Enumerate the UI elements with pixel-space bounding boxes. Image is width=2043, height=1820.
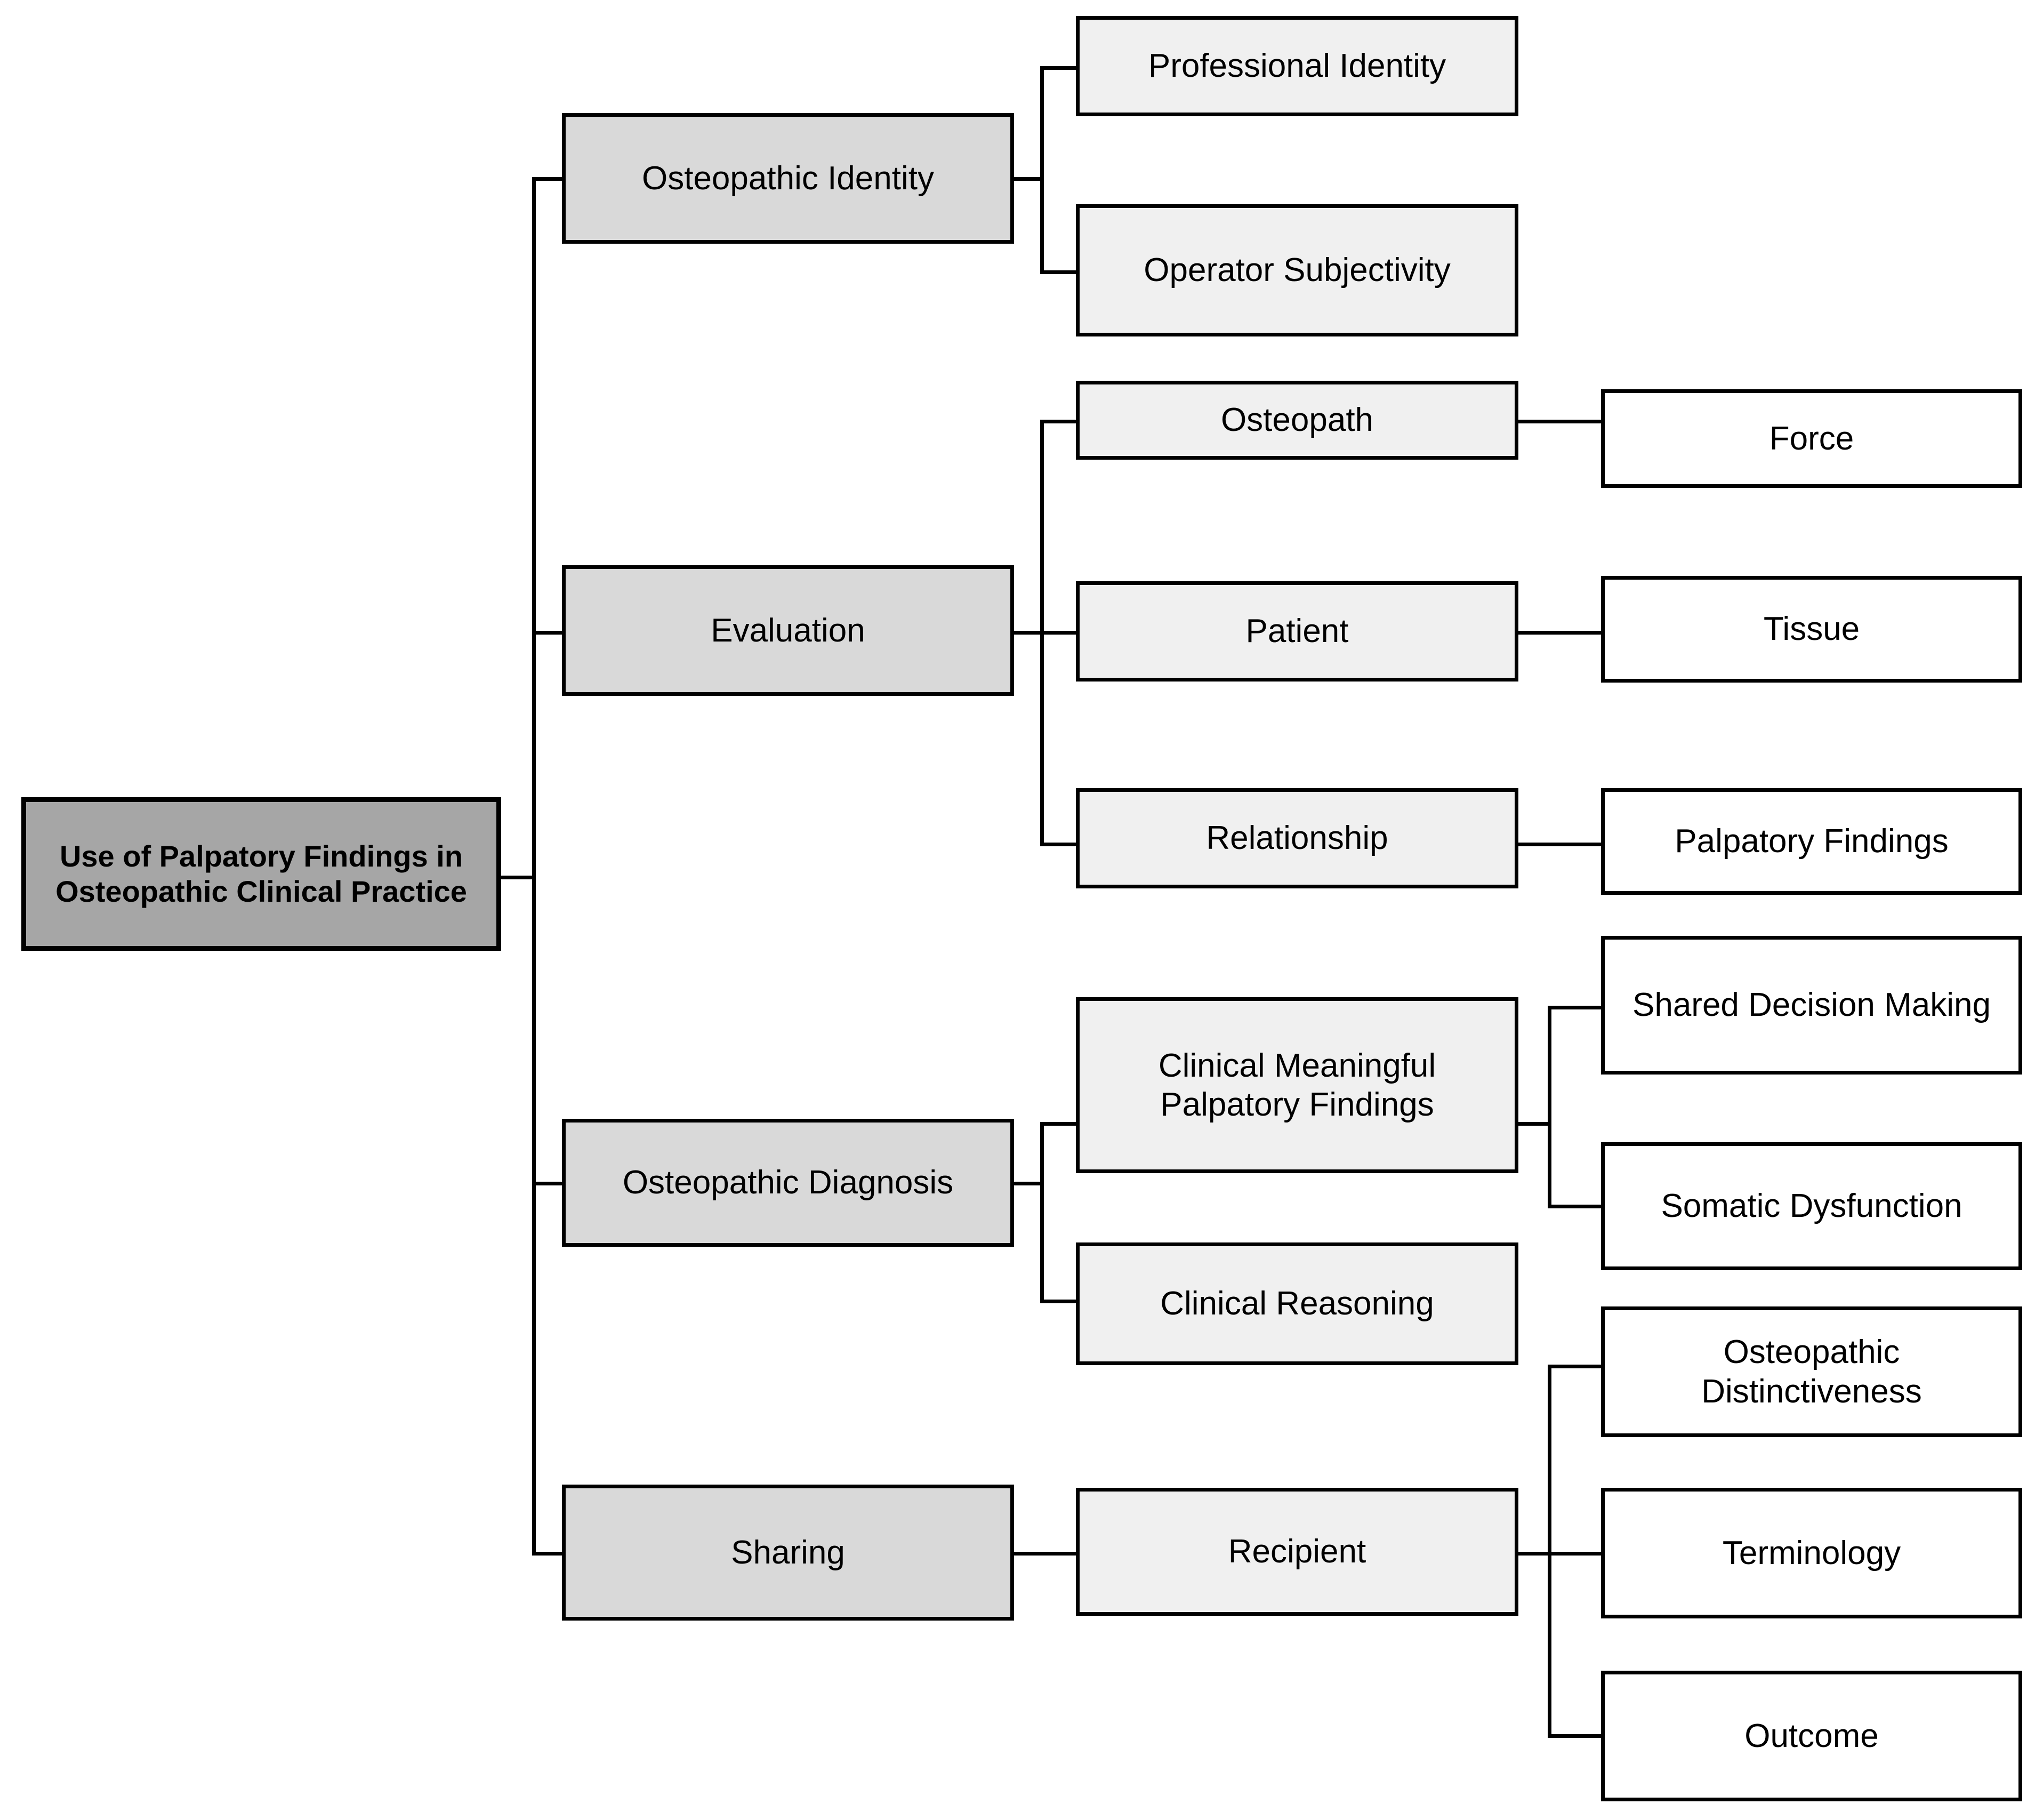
node-clinical-meaningful-palpatory-findings[interactable]: Clinical Meaningful Palpatory Findings xyxy=(1076,997,1518,1173)
node-osteopathic-identity[interactable]: Osteopathic Identity xyxy=(562,113,1014,244)
connector-recipient-trunk xyxy=(1548,1365,1551,1738)
connector-recipient-stub xyxy=(1515,1552,1551,1556)
node-outcome[interactable]: Outcome xyxy=(1601,1671,2022,1801)
node-recipient[interactable]: Recipient xyxy=(1076,1488,1518,1616)
connector-osteopath-to-force xyxy=(1515,420,1603,423)
connector-to-patient xyxy=(1040,631,1077,635)
connector-root-trunk xyxy=(532,179,536,1553)
node-tissue[interactable]: Tissue xyxy=(1601,576,2022,683)
connector-cmpf-stub xyxy=(1515,1122,1551,1126)
connector-sharing-to-recipient xyxy=(1011,1552,1077,1556)
node-patient[interactable]: Patient xyxy=(1076,581,1518,682)
node-osteopath[interactable]: Osteopath xyxy=(1076,381,1518,460)
connector-to-professional-identity xyxy=(1040,66,1077,70)
connector-to-osteopath xyxy=(1040,420,1077,423)
node-evaluation[interactable]: Evaluation xyxy=(562,565,1014,696)
connector-relationship-to-palpatory-findings xyxy=(1515,843,1603,846)
connector-to-shared-decision-making xyxy=(1548,1006,1603,1009)
connector-to-outcome xyxy=(1548,1734,1603,1738)
connector-to-clinical-meaningful-palpatory-findings xyxy=(1040,1122,1077,1126)
node-palpatory-findings[interactable]: Palpatory Findings xyxy=(1601,788,2022,895)
connector-to-relationship xyxy=(1040,843,1077,846)
node-sharing[interactable]: Sharing xyxy=(562,1485,1014,1621)
node-clinical-reasoning[interactable]: Clinical Reasoning xyxy=(1076,1242,1518,1365)
connector-root-to-evaluation xyxy=(532,631,564,635)
node-osteopathic-diagnosis[interactable]: Osteopathic Diagnosis xyxy=(562,1119,1014,1247)
node-professional-identity[interactable]: Professional Identity xyxy=(1076,16,1518,116)
node-relationship[interactable]: Relationship xyxy=(1076,788,1518,888)
node-osteopathic-distinctiveness[interactable]: Osteopathic Distinctiveness xyxy=(1601,1306,2022,1437)
connector-root-to-osteopathic-identity xyxy=(532,177,564,181)
connector-patient-to-tissue xyxy=(1515,631,1603,635)
node-shared-decision-making[interactable]: Shared Decision Making xyxy=(1601,936,2022,1075)
node-terminology[interactable]: Terminology xyxy=(1601,1488,2022,1618)
connector-to-terminology xyxy=(1548,1552,1603,1556)
connector-osteopathic-identity-trunk xyxy=(1040,66,1044,274)
connector-evaluation-stub xyxy=(1011,631,1044,635)
node-force[interactable]: Force xyxy=(1601,389,2022,488)
node-root[interactable]: Use of Palpatory Findings in Osteopathic… xyxy=(21,797,501,951)
node-somatic-dysfunction[interactable]: Somatic Dysfunction xyxy=(1601,1142,2022,1270)
connector-to-somatic-dysfunction xyxy=(1548,1205,1603,1208)
connector-root-stub xyxy=(501,876,536,879)
connector-to-osteopathic-distinctiveness xyxy=(1548,1365,1603,1368)
connector-osteopathic-diagnosis-trunk xyxy=(1040,1122,1044,1303)
connector-osteopathic-identity-stub xyxy=(1011,177,1044,181)
connector-root-to-sharing xyxy=(532,1552,564,1556)
node-operator-subjectivity[interactable]: Operator Subjectivity xyxy=(1076,204,1518,336)
connector-root-to-osteopathic-diagnosis xyxy=(532,1182,564,1185)
connector-osteopathic-diagnosis-stub xyxy=(1011,1182,1044,1185)
connector-to-clinical-reasoning xyxy=(1040,1300,1077,1303)
connector-to-operator-subjectivity xyxy=(1040,270,1077,274)
connector-cmpf-trunk xyxy=(1548,1006,1551,1208)
